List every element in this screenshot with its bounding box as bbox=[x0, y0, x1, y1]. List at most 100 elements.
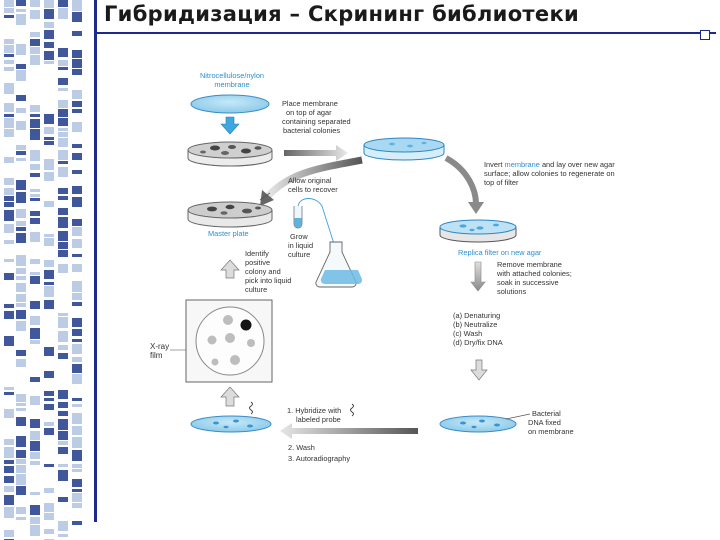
stripe-block bbox=[16, 268, 26, 274]
stripe-block bbox=[72, 479, 82, 487]
stripe-block bbox=[72, 186, 82, 194]
step-a: (a) Denaturing bbox=[453, 311, 500, 320]
stripe-block bbox=[58, 431, 68, 440]
stripe-block bbox=[58, 167, 68, 177]
place-membrane-line-3: containing separated bbox=[282, 117, 351, 126]
stripe-block bbox=[16, 294, 26, 302]
stripe-block bbox=[72, 521, 82, 525]
identify-line-1: Identify bbox=[245, 249, 269, 258]
down-arrow-right-1 bbox=[470, 261, 486, 292]
stripe-block bbox=[4, 495, 14, 505]
stripe-block bbox=[4, 54, 14, 57]
stripe-block bbox=[4, 188, 14, 195]
stripe-block bbox=[58, 419, 68, 430]
replica-filter-label: Replica filter on new agar bbox=[458, 248, 542, 257]
stripe-block bbox=[44, 282, 54, 285]
stripe-block bbox=[16, 44, 26, 55]
stripe-block bbox=[30, 340, 40, 344]
curved-arrow-down-right bbox=[444, 155, 484, 214]
stripe-block bbox=[58, 0, 68, 7]
bacterial-dna-line-3: on membrane bbox=[528, 427, 574, 436]
stripe-block bbox=[44, 428, 54, 435]
stripe-block bbox=[30, 431, 40, 440]
right-arrow-1 bbox=[284, 145, 348, 161]
stripe-block bbox=[58, 208, 68, 215]
stripe-block bbox=[4, 466, 14, 473]
stripe-block bbox=[58, 88, 68, 91]
stripe-block bbox=[72, 503, 82, 508]
stripe-block bbox=[58, 534, 68, 537]
stripe-block bbox=[72, 31, 82, 36]
stripe-block bbox=[72, 293, 82, 300]
stripe-block bbox=[16, 303, 26, 307]
stripe-block bbox=[16, 465, 26, 473]
stripe-block bbox=[30, 232, 40, 242]
stripe-block bbox=[16, 255, 26, 266]
stripe-block bbox=[72, 197, 82, 207]
stripe-block bbox=[44, 9, 54, 19]
stripe-block bbox=[58, 217, 68, 228]
stripe-block bbox=[58, 345, 68, 350]
stripe-block bbox=[4, 8, 14, 13]
stripe-block bbox=[44, 503, 54, 512]
stripe-block bbox=[16, 507, 26, 514]
stripe-block bbox=[72, 0, 82, 11]
stripe-block bbox=[30, 517, 40, 524]
bacterial-dna-line-1: Bacterial bbox=[532, 409, 561, 418]
stripe-block bbox=[4, 210, 14, 221]
stripe-block bbox=[58, 138, 68, 147]
stripe-block bbox=[72, 239, 82, 248]
stripe-block bbox=[4, 39, 14, 44]
stripe-block bbox=[44, 51, 54, 60]
stripe-block bbox=[30, 114, 40, 117]
stripe-block bbox=[44, 488, 54, 493]
stripe-block bbox=[72, 357, 82, 362]
stripe-block bbox=[72, 153, 82, 160]
stripe-block bbox=[72, 493, 82, 502]
stripe-block bbox=[44, 260, 54, 267]
stripe-block bbox=[58, 150, 68, 160]
stripe-block bbox=[44, 513, 54, 520]
wash-step: 2. Wash bbox=[288, 443, 315, 452]
stripe-block bbox=[4, 273, 14, 280]
stripe-block bbox=[30, 452, 40, 459]
stripe-block bbox=[16, 9, 26, 12]
stripe-block bbox=[16, 350, 26, 356]
stripe-block bbox=[30, 461, 40, 465]
stripe-block bbox=[44, 127, 54, 134]
stripe-block bbox=[16, 233, 26, 243]
stripe-block bbox=[16, 417, 26, 426]
probe-squiggle-left bbox=[249, 401, 253, 415]
place-membrane-line-1: Place membrane bbox=[282, 99, 338, 108]
stripe-block bbox=[4, 259, 14, 262]
stripe-block bbox=[72, 122, 82, 132]
stripe-block bbox=[72, 398, 82, 401]
stripe-block bbox=[44, 22, 54, 28]
stripe-block bbox=[44, 61, 54, 64]
stripe-block bbox=[16, 227, 26, 231]
stripe-block bbox=[72, 101, 82, 107]
stripe-block bbox=[58, 231, 68, 241]
stripe-block bbox=[30, 47, 40, 54]
accent-corner-square bbox=[700, 30, 710, 40]
stripe-block bbox=[16, 180, 26, 190]
stripe-block bbox=[16, 436, 26, 447]
stripe-block bbox=[44, 371, 54, 378]
stripe-block bbox=[4, 118, 14, 128]
membrane-disc bbox=[190, 94, 270, 114]
stripe-block bbox=[16, 486, 26, 495]
stripe-block bbox=[72, 264, 82, 272]
stripe-block bbox=[4, 157, 14, 163]
xray-film bbox=[185, 299, 273, 383]
remove-membrane-line-1: Remove membrane bbox=[497, 260, 562, 269]
stripe-block bbox=[72, 302, 82, 306]
stripe-block bbox=[72, 344, 82, 354]
stripe-block bbox=[4, 311, 14, 319]
stripe-block bbox=[44, 300, 54, 309]
stripe-block bbox=[4, 409, 14, 418]
stripe-block bbox=[30, 328, 40, 339]
stripe-block bbox=[58, 100, 68, 108]
stripe-block bbox=[30, 377, 40, 382]
stripe-block bbox=[30, 218, 40, 224]
stripe-block bbox=[72, 12, 82, 22]
